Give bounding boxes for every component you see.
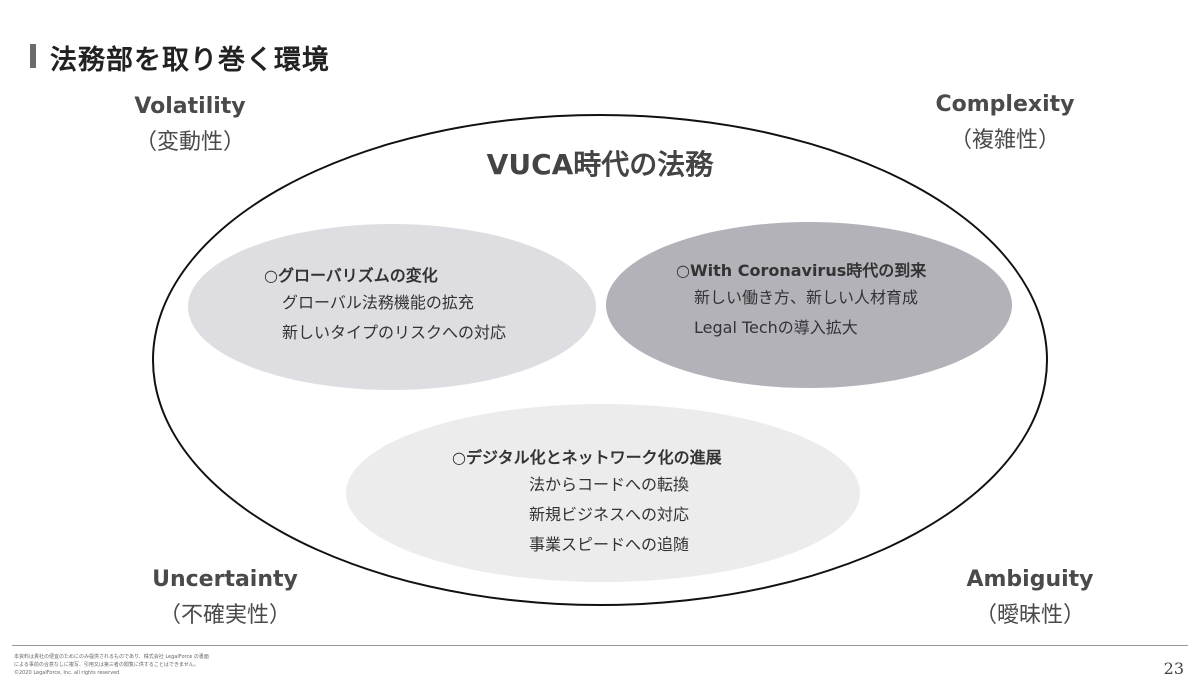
corner-ambiguity-jp: （曖昧性） (974, 603, 1085, 628)
page-title: 法務部を取り巻く環境 (50, 45, 330, 76)
bubble-digitalization (346, 404, 860, 582)
footer-disclaimer: 本資料は貴社の便宜のためにのみ提供されるものであり、株式会社 LegalForc… (14, 653, 209, 677)
bubble-line: Legal Techの導入拡大 (694, 318, 858, 337)
corner-uncertainty-jp: （不確実性） (158, 603, 291, 628)
bubble-line: グローバル法務機能の拡充 (282, 293, 474, 312)
bubble-line: 新しいタイプのリスクへの対応 (282, 323, 507, 342)
diagram-center-title: VUCA時代の法務 (486, 148, 714, 181)
bubble-coronavirus (606, 222, 1012, 388)
bubble-heading: ○グローバリズムの変化 (264, 266, 438, 285)
corner-complexity-en: Complexity (935, 92, 1075, 117)
bubble-globalism (188, 224, 596, 390)
bubble-coronavirus-text: ○With Coronavirus時代の到来 新しい働き方、新しい人材育成 Le… (676, 259, 926, 343)
corner-ambiguity-en: Ambiguity (966, 567, 1094, 592)
bubble-line: 事業スピードへの追随 (529, 535, 690, 554)
corner-volatility-jp: （変動性） (134, 130, 245, 155)
page-number: 23 (1163, 659, 1184, 678)
footer-line: による事前の合意なしに複写、引用又は第三者の閲覧に供することはできません。 (14, 662, 199, 668)
bubble-heading: ○デジタル化とネットワーク化の進展 (452, 448, 722, 467)
bubble-line: 新しい働き方、新しい人材育成 (694, 288, 919, 307)
vuca-outer-ellipse (152, 114, 1048, 606)
footer-line: 本資料は貴社の便宜のためにのみ提供されるものであり、株式会社 LegalForc… (14, 654, 209, 660)
corner-uncertainty-en: Uncertainty (152, 567, 298, 592)
bubble-heading: ○With Coronavirus時代の到来 (676, 261, 927, 280)
bubble-line: 法からコードへの転換 (529, 475, 690, 494)
corner-complexity-jp: （複雑性） (949, 128, 1060, 153)
corner-volatility-en: Volatility (134, 94, 246, 119)
corner-volatility: Volatility （変動性） (120, 92, 260, 160)
footer-copyright: ©2020 LegalForce, Inc. all rights reserv… (14, 670, 120, 676)
footer-divider (12, 645, 1188, 646)
bubble-globalism-text: ○グローバリズムの変化 グローバル法務機能の拡充 新しいタイプのリスクへの対応 (264, 264, 506, 348)
corner-uncertainty: Uncertainty （不確実性） (140, 565, 310, 633)
title-accent-bar (30, 44, 36, 68)
corner-ambiguity: Ambiguity （曖昧性） (945, 565, 1115, 633)
bubble-digitalization-text: ○デジタル化とネットワーク化の進展 法からコードへの転換 新規ビジネスへの対応 … (452, 446, 722, 560)
corner-complexity: Complexity （複雑性） (925, 90, 1085, 158)
bubble-line: 新規ビジネスへの対応 (529, 505, 690, 524)
